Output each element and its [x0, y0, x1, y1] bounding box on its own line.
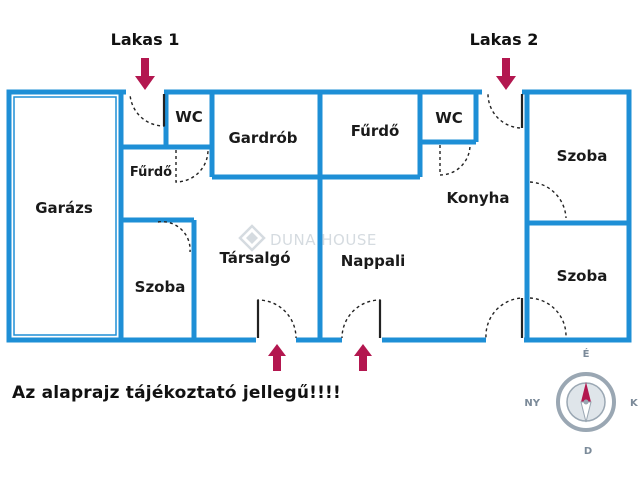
entrance-arrow-3 [268, 344, 286, 371]
entrance-arrow-2 [496, 58, 516, 90]
door-swing-konyha [485, 297, 523, 339]
room-garazs: Garázs [35, 199, 93, 217]
compass-west: NY [524, 398, 540, 409]
compass-east: K [630, 398, 639, 409]
door-swing-wc2 [439, 144, 471, 176]
room-konyha: Konyha [447, 189, 510, 207]
entrance-arrow-4 [354, 344, 372, 371]
door-swings [129, 93, 567, 339]
door-swing-entrance-1 [129, 93, 165, 127]
entrance-label-1: Lakas 1 [111, 30, 180, 49]
room-nappali: Nappali [341, 252, 406, 270]
compass-needle-north [581, 382, 591, 402]
door-swing-tarsalgo [257, 299, 297, 339]
door-swing-entrance-2 [487, 93, 523, 129]
door-swing-furdo1 [157, 221, 191, 253]
entrance-arrows [135, 58, 516, 371]
room-wc-2: WC [435, 109, 463, 127]
entrance-label-2: Lakas 2 [470, 30, 539, 49]
room-tarsalgo: Társalgó [219, 249, 290, 267]
room-wc-1: WC [175, 108, 203, 126]
room-gardrob: Gardrób [228, 129, 297, 147]
room-furdo-1: Fűrdő [130, 165, 172, 180]
room-furdo-2: Fűrdő [351, 122, 400, 140]
watermark: DUNA HOUSE [238, 224, 377, 252]
compass: É D NY K [524, 347, 639, 457]
walls [6, 89, 632, 343]
room-szoba-2: Szoba [557, 147, 608, 165]
compass-north: É [583, 347, 590, 360]
door-swing-wc1 [175, 149, 209, 183]
disclaimer-text: Az alaprajz tájékoztató jellegű!!!! [12, 383, 341, 403]
door-swing-szoba2 [529, 181, 567, 219]
room-szoba-3: Szoba [557, 267, 608, 285]
door-swing-szoba3 [529, 297, 567, 337]
compass-south: D [584, 446, 592, 457]
room-szoba-1: Szoba [135, 278, 186, 296]
watermark-text: DUNA HOUSE [270, 231, 377, 249]
entrance-arrow-1 [135, 58, 155, 90]
door-swing-nappali [341, 299, 381, 339]
